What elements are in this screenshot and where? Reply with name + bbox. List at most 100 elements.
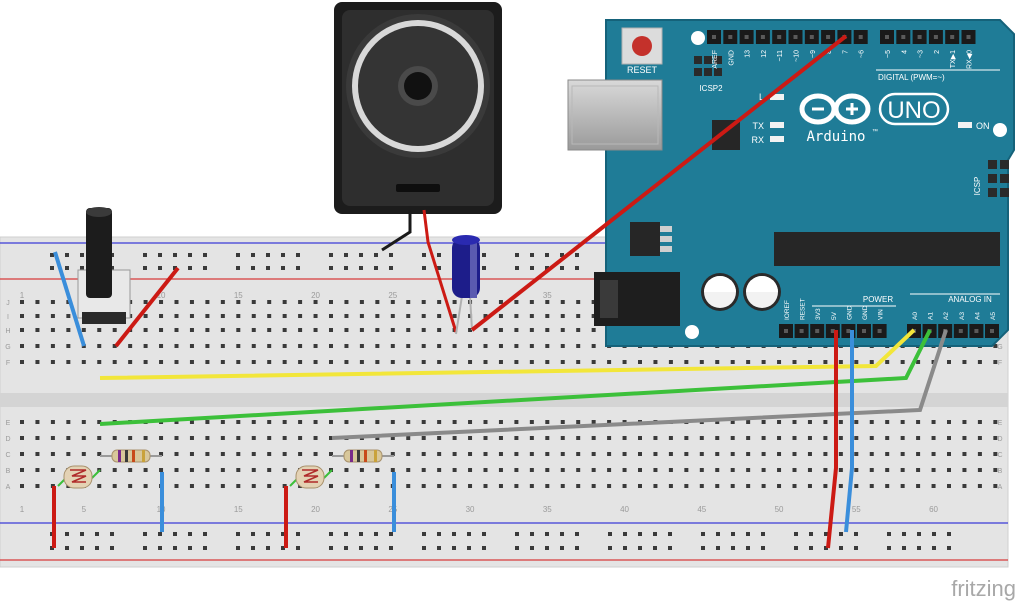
mounting-hole bbox=[691, 31, 705, 45]
breadboard-hole bbox=[498, 344, 503, 348]
breadboard-hole bbox=[282, 314, 287, 318]
breadboard-hole bbox=[359, 484, 364, 488]
rail-hole bbox=[203, 546, 207, 550]
column-number: 20 bbox=[311, 505, 320, 514]
breadboard-hole bbox=[298, 300, 303, 304]
rail-hole bbox=[575, 266, 579, 270]
rail-hole bbox=[281, 546, 285, 550]
rail-hole bbox=[188, 532, 192, 536]
breadboard-hole bbox=[962, 436, 967, 440]
rail-hole bbox=[515, 532, 519, 536]
column-number: 1 bbox=[20, 291, 25, 300]
digital-pin-label: 8 bbox=[826, 50, 833, 54]
rail-hole bbox=[251, 546, 255, 550]
rail-hole bbox=[374, 546, 378, 550]
rail-hole bbox=[203, 532, 207, 536]
breadboard-hole bbox=[638, 484, 642, 488]
icsp-pin bbox=[1000, 188, 1009, 197]
breadboard-hole bbox=[483, 344, 488, 348]
rail-hole bbox=[560, 266, 564, 270]
model-name: UNO bbox=[887, 97, 940, 124]
breadboard-hole bbox=[529, 360, 534, 364]
breadboard-hole bbox=[236, 420, 241, 424]
breadboard-hole bbox=[344, 484, 349, 488]
breadboard-hole bbox=[576, 328, 581, 332]
breadboard-hole bbox=[97, 344, 102, 348]
breadboard-hole bbox=[421, 436, 426, 440]
breadboard-hole bbox=[746, 360, 751, 364]
breadboard-hole bbox=[591, 436, 596, 440]
rail-hole bbox=[545, 253, 549, 257]
breadboard-hole bbox=[792, 452, 797, 456]
breadboard-hole bbox=[514, 344, 519, 348]
breadboard-hole bbox=[189, 344, 194, 348]
breadboard-hole bbox=[498, 452, 503, 456]
rail-hole bbox=[932, 532, 936, 536]
breadboard-hole bbox=[838, 436, 843, 440]
regulator-pin bbox=[660, 226, 672, 232]
reset-button[interactable] bbox=[621, 27, 663, 65]
row-letter: G bbox=[5, 344, 10, 351]
breadboard-hole bbox=[807, 452, 812, 456]
breadboard-hole bbox=[220, 468, 225, 472]
breadboard-hole bbox=[576, 420, 581, 424]
breadboard-hole bbox=[35, 484, 40, 488]
rail-hole bbox=[374, 266, 378, 270]
breadboard-hole bbox=[807, 484, 812, 488]
breadboard-hole bbox=[236, 484, 241, 488]
rail-hole bbox=[575, 546, 579, 550]
breadboard-hole bbox=[251, 344, 256, 348]
rail-hole bbox=[389, 253, 393, 257]
photoresistor bbox=[57, 465, 101, 489]
breadboard-hole bbox=[174, 314, 179, 318]
rail-hole bbox=[887, 532, 891, 536]
breadboard-hole bbox=[777, 436, 782, 440]
rail-hole bbox=[251, 266, 255, 270]
column-number: 20 bbox=[311, 291, 320, 300]
breadboard-hole bbox=[452, 452, 457, 456]
breadboard-hole bbox=[406, 360, 411, 364]
breadboard-hole bbox=[483, 300, 488, 304]
breadboard-hole bbox=[854, 360, 859, 364]
digital-pin-label: TX▶1 bbox=[950, 50, 957, 68]
breadboard-hole bbox=[807, 436, 812, 440]
breadboard-hole bbox=[205, 452, 210, 456]
breadboard-hole bbox=[313, 300, 318, 304]
rail-hole bbox=[266, 546, 270, 550]
breadboard-hole bbox=[885, 484, 890, 488]
breadboard-hole bbox=[174, 328, 179, 332]
rail-hole bbox=[389, 546, 393, 550]
rail-hole bbox=[266, 253, 270, 257]
breadboard-hole bbox=[962, 468, 967, 472]
potentiometer[interactable] bbox=[77, 207, 131, 324]
wire-yellow-a0 bbox=[99, 328, 916, 380]
breadboard-hole bbox=[684, 452, 689, 456]
wire-red-5v bbox=[826, 330, 838, 549]
breadboard-hole bbox=[313, 344, 318, 348]
breadboard-hole bbox=[576, 344, 581, 348]
breadboard-hole bbox=[112, 484, 117, 488]
breadboard-hole bbox=[112, 468, 117, 472]
rail-hole bbox=[623, 532, 627, 536]
rail-hole bbox=[158, 253, 162, 257]
breadboard-hole bbox=[267, 314, 272, 318]
brand-name: Arduino bbox=[806, 129, 865, 145]
breadboard-hole bbox=[236, 300, 241, 304]
icsp-label: ICSP bbox=[973, 177, 982, 196]
uno-badge bbox=[878, 92, 950, 126]
breadboard-hole bbox=[668, 360, 673, 364]
digital-pin-label: ~6 bbox=[859, 50, 866, 58]
breadboard-hole bbox=[20, 420, 24, 424]
breadboard-hole bbox=[267, 300, 272, 304]
breadboard-hole bbox=[483, 468, 488, 472]
rail-hole bbox=[854, 532, 858, 536]
header-pin-hole bbox=[777, 35, 782, 39]
breadboard-hole bbox=[189, 314, 194, 318]
breadboard-hole bbox=[236, 344, 241, 348]
breadboard-hole bbox=[236, 328, 241, 332]
rail-hole bbox=[482, 546, 486, 550]
breadboard-hole bbox=[993, 484, 998, 488]
breadboard-hole bbox=[220, 300, 225, 304]
rail-hole bbox=[296, 253, 300, 257]
rail-hole bbox=[422, 546, 426, 550]
